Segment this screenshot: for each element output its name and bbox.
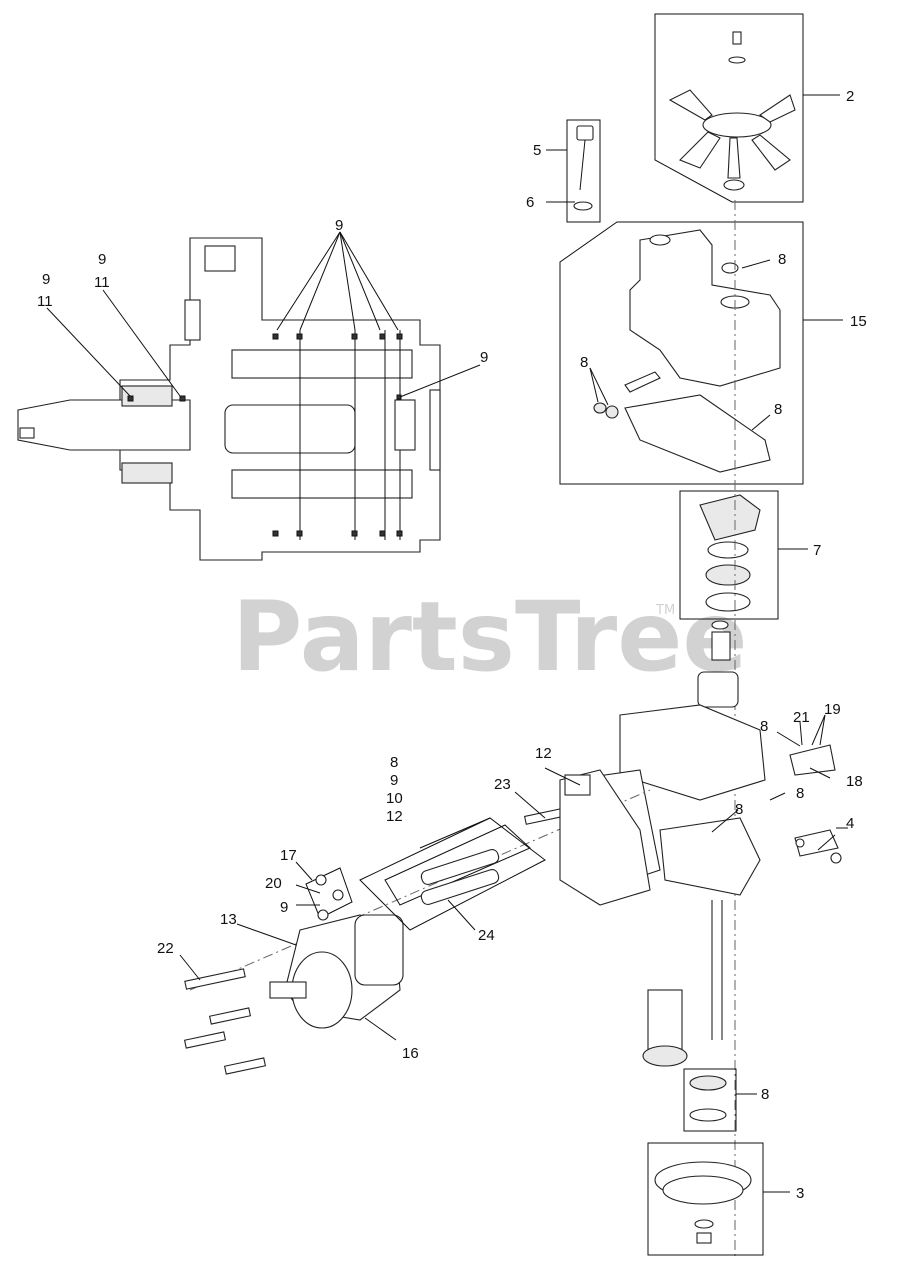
callout-12: 12: [535, 745, 552, 762]
callout-16: 16: [402, 1045, 419, 1062]
callout-2: 2: [846, 88, 854, 105]
callout-21: 21: [793, 709, 810, 726]
callout-9: 9: [280, 899, 288, 916]
callout-22: 22: [157, 940, 174, 957]
pulley-box: [647, 1142, 764, 1256]
leader-lines: [46, 94, 848, 1193]
callout-3: 3: [796, 1185, 804, 1202]
callout-19: 19: [824, 701, 841, 718]
callout-7: 7: [813, 542, 821, 559]
callout-8: 8: [796, 785, 804, 802]
callout-8: 8: [390, 754, 398, 771]
callout-9: 9: [98, 251, 106, 268]
cross-section-assembly: [17, 237, 441, 561]
callout-8: 8: [735, 801, 743, 818]
callout-5: 5: [533, 142, 541, 159]
callout-9: 9: [42, 271, 50, 288]
watermark-trademark: TM: [655, 603, 675, 618]
callout-9: 9: [480, 349, 488, 366]
callout-8: 8: [760, 718, 768, 735]
reservoir-box: [559, 221, 804, 485]
callout-15: 15: [850, 313, 867, 330]
callout-8: 8: [580, 354, 588, 371]
motor-assembly: [183, 769, 842, 1075]
callout-11: 11: [94, 274, 110, 291]
callout-9: 9: [335, 217, 343, 234]
callout-23: 23: [494, 776, 511, 793]
callout-6: 6: [526, 194, 534, 211]
callout-11: 11: [37, 293, 53, 310]
dipstick-assembly: [566, 119, 601, 223]
callout-9: 9: [390, 772, 398, 789]
callout-24: 24: [478, 927, 495, 944]
watermark-text: PartsTree: [232, 581, 747, 693]
bearing-box: [679, 490, 779, 620]
callout-20: 20: [265, 875, 282, 892]
callout-17: 17: [280, 847, 297, 864]
callout-18: 18: [846, 773, 863, 790]
o-ring-markers: [127, 333, 403, 537]
callout-10: 10: [386, 790, 403, 807]
bolts: [183, 807, 569, 1075]
callout-13: 13: [220, 911, 237, 928]
callout-4: 4: [846, 815, 854, 832]
callout-8: 8: [774, 401, 782, 418]
callout-8: 8: [761, 1086, 769, 1103]
thrust-bearing-box: [683, 1068, 737, 1132]
callout-12: 12: [386, 808, 403, 825]
callout-labels: 2 3 4 5 6 7 8 8 8 8 8 8 8 8 9 9 9 9 9 9 …: [37, 88, 867, 1202]
fan-assembly: [654, 13, 804, 203]
callout-8: 8: [778, 251, 786, 268]
